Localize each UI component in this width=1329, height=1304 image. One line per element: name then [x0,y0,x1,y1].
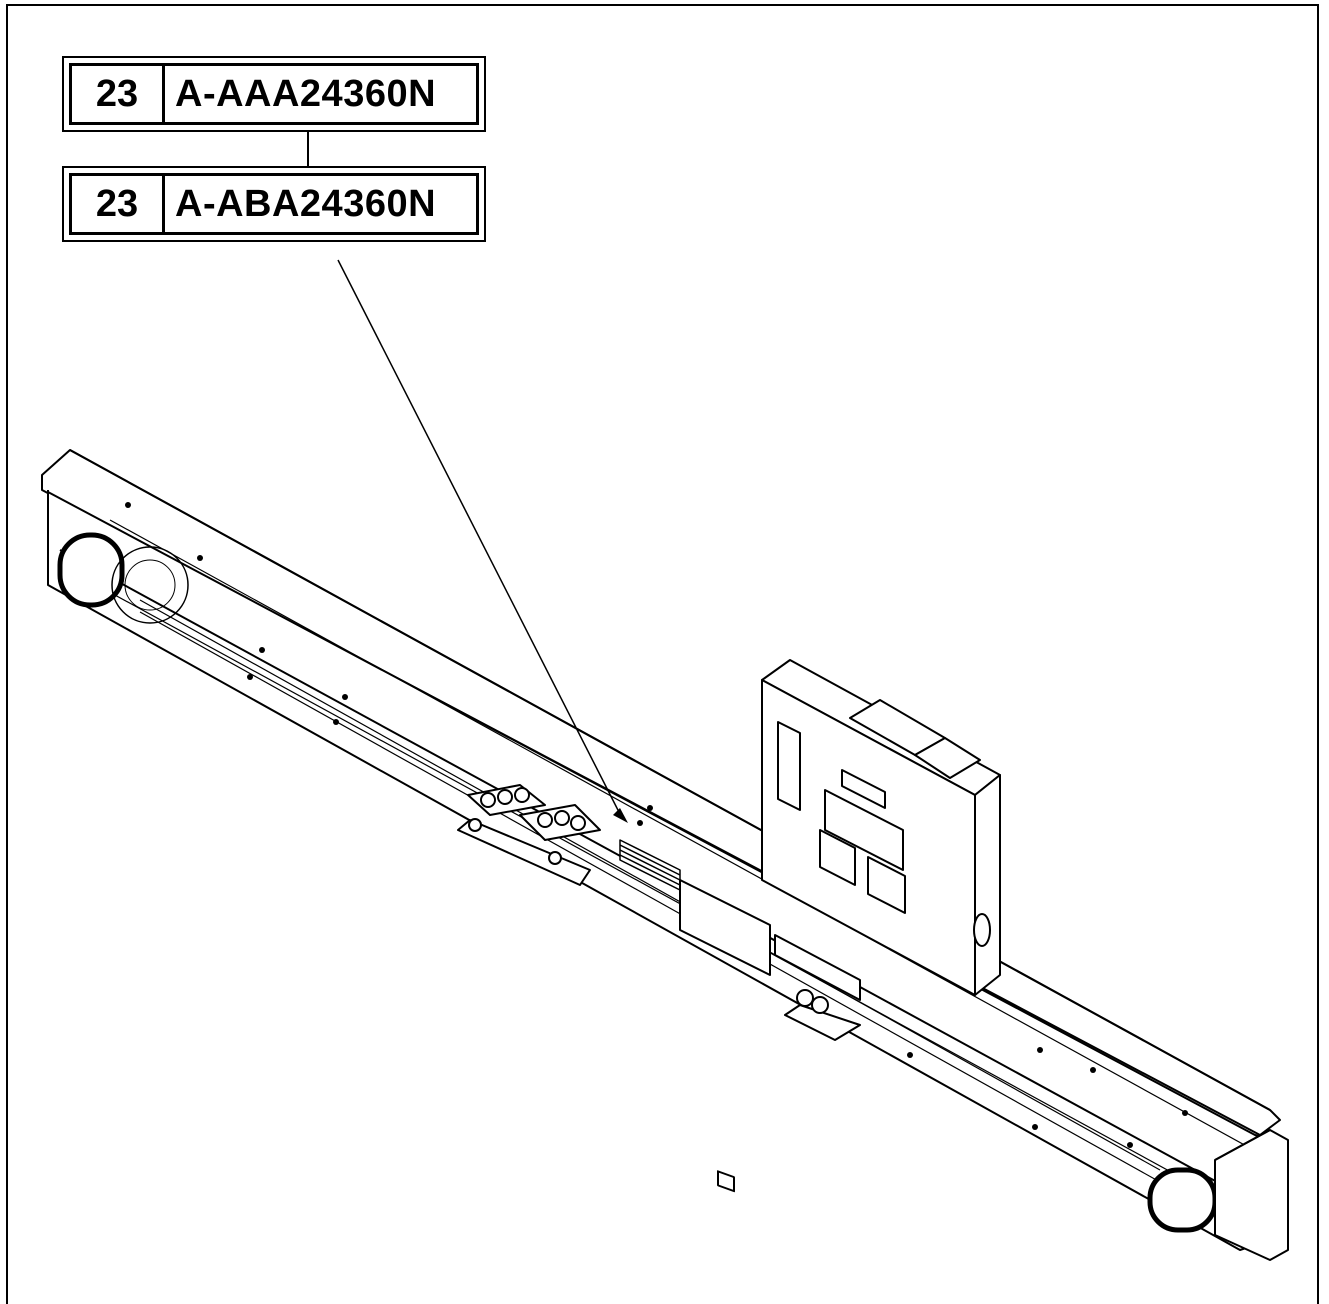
mounting-holes [125,502,1188,1148]
right-pulley-cover [1147,1167,1218,1233]
arrowhead-icon [613,808,628,823]
left-pulley-wheel [111,546,189,624]
lock-housing [774,934,861,1001]
control-box-side [974,774,1001,996]
bracket-slot [717,1170,735,1193]
callout-item-number: 23 [72,176,165,232]
right-end-edge [1214,1129,1271,1161]
left-carriage-plate [457,819,591,886]
control-box-lid-2 [914,737,981,779]
callout-box-1: 23 A-AAA24360N [62,56,486,132]
control-box-panels [777,721,906,914]
callout-part-number: A-AAA24360N [175,72,437,115]
carriage-rollers [468,787,586,865]
right-carriage-roller-2 [811,996,829,1014]
callout-part-number: A-ABA24360N [175,182,437,225]
left-pulley-hub [124,559,176,611]
rail-inner-line [109,519,1251,1149]
left-pulley-cover [57,532,125,608]
drawing-frame [6,4,1319,1304]
middle-bracket [679,879,771,976]
callout-box-2: 23 A-ABA24360N [62,166,486,242]
right-carriage-plate [784,1004,861,1041]
rail-guide-line-2 [59,564,1249,1215]
belt-line [139,599,1161,1171]
right-carriage-roller [796,989,814,1007]
belt-line-2 [139,611,1161,1183]
rail-top-edge [69,449,1271,1111]
callout-item-number: 23 [72,66,165,122]
rail-top-plate [41,449,1281,1136]
leader-line [337,259,623,819]
vent-grille [619,839,681,891]
cable-gland [973,913,991,947]
